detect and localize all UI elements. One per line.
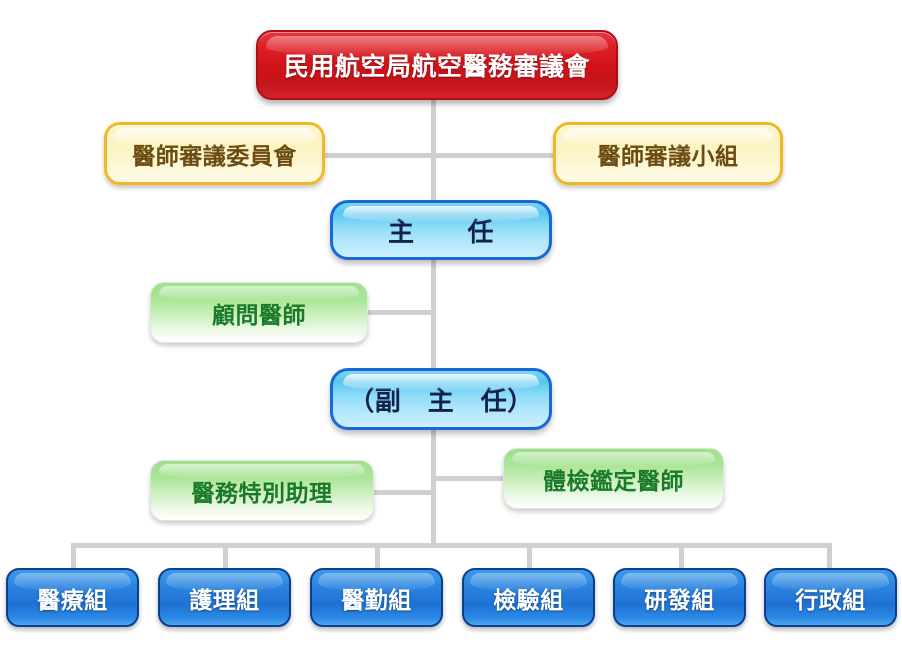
node-consultant-physician[interactable]: 顧問醫師	[150, 282, 368, 343]
node-director[interactable]: 主 任	[330, 200, 552, 260]
node-group-laboratory[interactable]: 檢驗組	[462, 568, 595, 627]
connector-drop-group-1	[71, 543, 76, 570]
connector-deputy-to-groups	[431, 425, 436, 545]
connector-drop-group-3	[375, 543, 380, 570]
connector-director-to-deputy	[431, 260, 436, 370]
connector-drop-group-2	[223, 543, 228, 570]
node-physician-review-committee[interactable]: 醫師審議委員會	[104, 122, 325, 185]
connector-advisor-branch	[368, 310, 434, 315]
node-aviation-medical-review-council[interactable]: 民用航空局航空醫務審議會	[256, 30, 618, 100]
node-medical-special-assistant[interactable]: 醫務特別助理	[150, 460, 374, 521]
node-physical-exam-doctor[interactable]: 體檢鑑定醫師	[503, 448, 724, 509]
node-group-medical-treatment[interactable]: 醫療組	[6, 568, 139, 627]
connector-drop-group-5	[679, 543, 684, 570]
connector-groups-bar	[71, 543, 831, 548]
node-group-administration[interactable]: 行政組	[764, 568, 897, 627]
node-group-medical-duty[interactable]: 醫勤組	[310, 568, 443, 627]
connector-committee-bar	[322, 153, 553, 158]
connector-root-to-director	[431, 100, 436, 200]
connector-special-assistant-branch	[368, 490, 434, 495]
node-group-research-development[interactable]: 研發組	[613, 568, 746, 627]
connector-drop-group-4	[527, 543, 532, 570]
node-physician-review-group[interactable]: 醫師審議小組	[553, 122, 783, 185]
connector-drop-group-6	[827, 543, 832, 570]
connector-exam-doctor-branch	[431, 476, 503, 481]
node-group-nursing[interactable]: 護理組	[158, 568, 291, 627]
node-deputy-director[interactable]: （副 主 任）	[330, 368, 552, 430]
